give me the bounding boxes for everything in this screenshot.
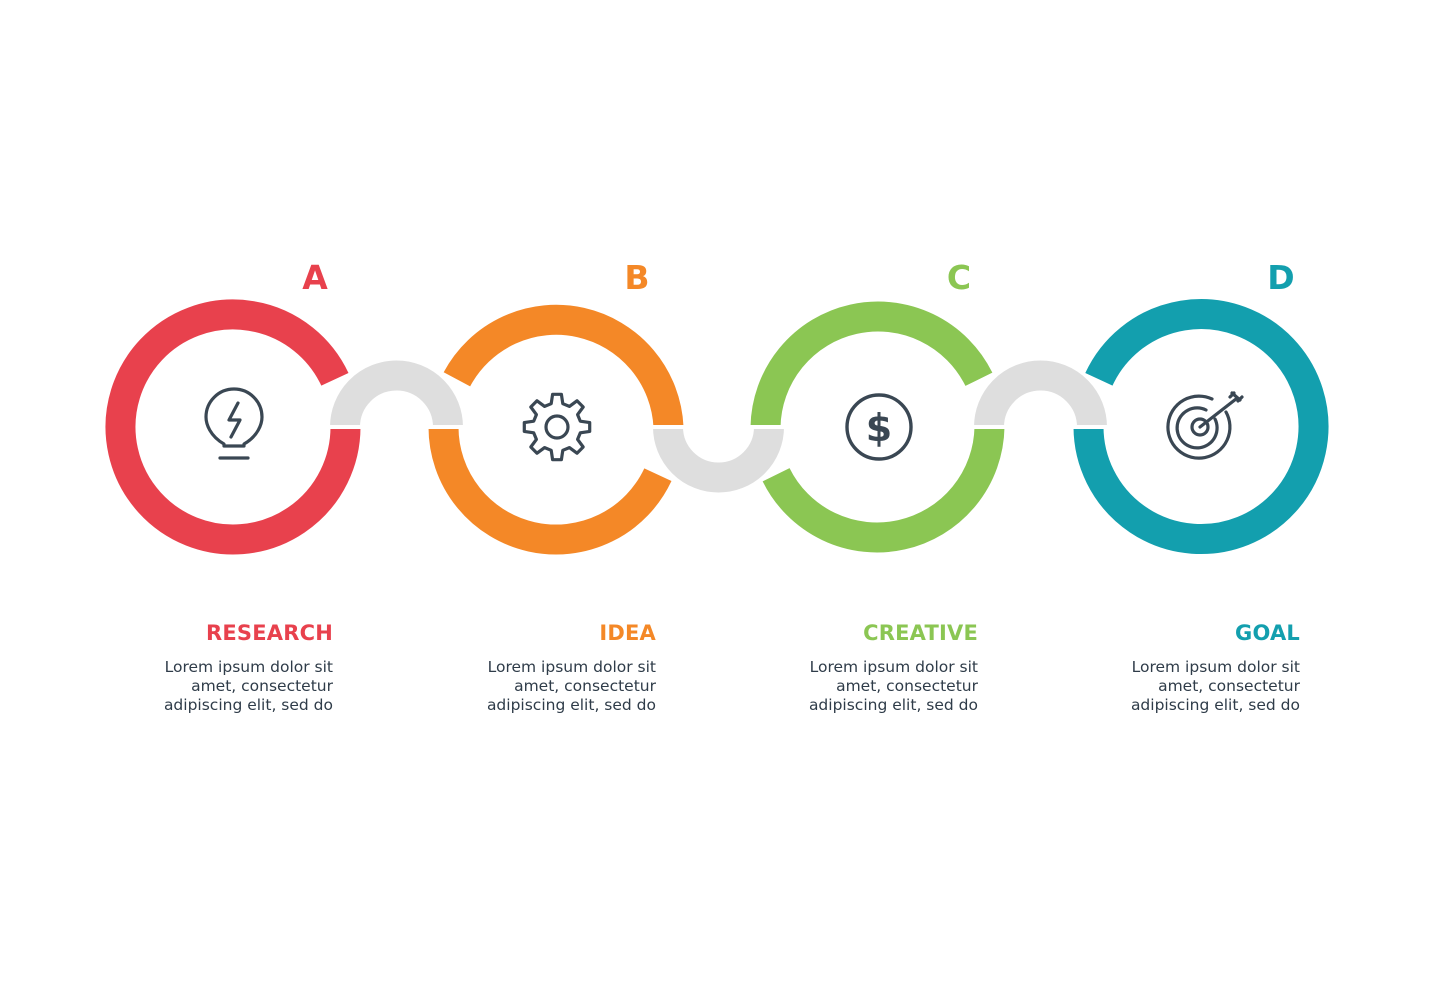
ring-a	[105, 299, 361, 555]
connector-b-c	[653, 426, 784, 493]
description-line: amet, consectetur	[1158, 677, 1300, 695]
description-line: amet, consectetur	[514, 677, 656, 695]
step-title-idea: IDEA	[599, 621, 656, 645]
description-line: amet, consectetur	[836, 677, 978, 695]
ring-d	[1073, 299, 1329, 555]
description-line: Lorem ipsum dolor sit	[164, 658, 333, 676]
step-description-c: Lorem ipsum dolor sit amet, consectetur …	[718, 658, 978, 715]
step-title-research: RESEARCH	[206, 621, 333, 645]
ring-b-top	[443, 304, 684, 429]
target-icon	[1166, 391, 1244, 460]
step-title-creative: CREATIVE	[863, 621, 978, 645]
description-line: adipiscing elit, sed do	[486, 696, 656, 714]
ring-c-top	[750, 301, 993, 428]
description-line: adipiscing elit, sed do	[1130, 696, 1300, 714]
connector-a-b	[330, 360, 463, 428]
description-line: Lorem ipsum dolor sit	[809, 658, 978, 676]
lightbulb-icon	[204, 387, 264, 460]
step-letter-b: B	[624, 258, 650, 297]
description-line: adipiscing elit, sed do	[808, 696, 978, 714]
ring-c-bottom	[762, 426, 1005, 553]
svg-text:$: $	[866, 406, 892, 450]
description-line: Lorem ipsum dolor sit	[1131, 658, 1300, 676]
step-description-a: Lorem ipsum dolor sit amet, consectetur …	[73, 658, 333, 715]
step-letter-a: A	[302, 258, 328, 297]
dollar-coin-icon: $	[845, 393, 913, 461]
step-description-b: Lorem ipsum dolor sit amet, consectetur …	[396, 658, 656, 715]
description-line: Lorem ipsum dolor sit	[487, 658, 656, 676]
ring-b-bottom	[428, 426, 672, 555]
gear-icon	[522, 392, 592, 462]
step-letter-c: C	[946, 258, 972, 297]
description-line: amet, consectetur	[191, 677, 333, 695]
description-line: adipiscing elit, sed do	[163, 696, 333, 714]
connector-c-d	[974, 360, 1107, 428]
step-title-goal: GOAL	[1235, 621, 1300, 645]
step-letter-d: D	[1267, 258, 1295, 297]
step-description-d: Lorem ipsum dolor sit amet, consectetur …	[1040, 658, 1300, 715]
